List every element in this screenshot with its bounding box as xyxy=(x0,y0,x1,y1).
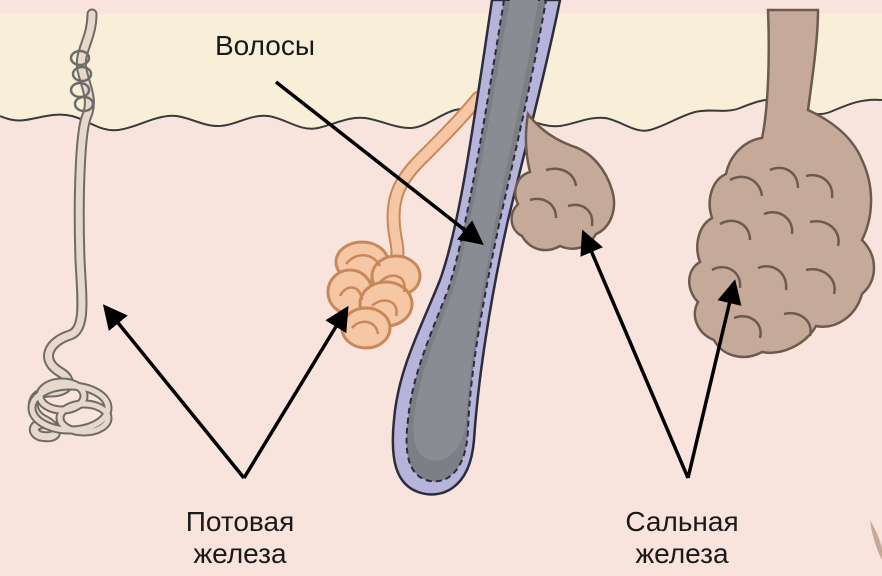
hair-label-text: Волосы xyxy=(190,30,340,62)
sweat-gland-label-line1: Потовая xyxy=(150,506,330,538)
sweat-gland-label: Потовая железа xyxy=(150,506,330,570)
sebaceous-gland-label: Сальная железа xyxy=(592,506,772,570)
sebaceous-gland-label-line1: Сальная xyxy=(592,506,772,538)
sweat-gland-label-line2: железа xyxy=(150,538,330,570)
sebaceous-gland-label-line2: железа xyxy=(592,538,772,570)
hair-label: Волосы xyxy=(190,30,340,62)
